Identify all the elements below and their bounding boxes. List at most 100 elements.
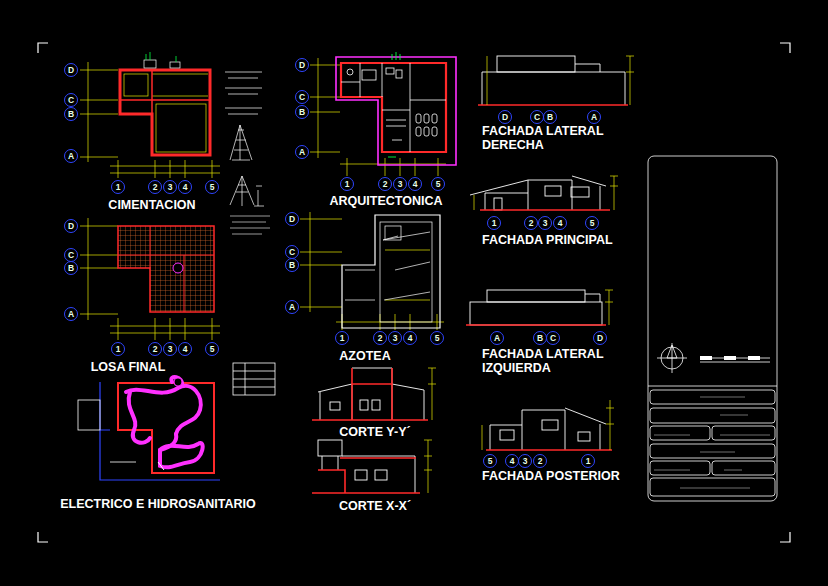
- axis-label: B: [537, 334, 543, 343]
- axis-label: 5: [210, 345, 215, 354]
- axis-label: 1: [116, 345, 121, 354]
- axis-label: 3: [523, 457, 528, 466]
- axis-bubble: 2: [373, 331, 387, 345]
- axis-bubble: 1: [487, 216, 501, 230]
- axis-label: A: [299, 148, 305, 157]
- axis-bubble: 3: [393, 177, 407, 191]
- axis-bubble: A: [64, 307, 78, 321]
- axis-label: 4: [183, 183, 188, 192]
- view-title: FACHADA PRINCIPAL: [482, 233, 613, 247]
- axis-bubble: C: [64, 248, 78, 262]
- axis-label: 1: [345, 180, 350, 189]
- axis-label: 1: [586, 457, 591, 466]
- axis-bubble: D: [64, 219, 78, 233]
- axis-bubble: 4: [505, 454, 519, 468]
- axis-bubble: 5: [205, 180, 219, 194]
- axis-bubble: 4: [178, 180, 192, 194]
- axis-bubble: 1: [111, 342, 125, 356]
- axis-bubble: 2: [378, 177, 392, 191]
- axis-bubble: D: [64, 63, 78, 77]
- view-title: ELECTRICO E HIDROSANITARIO: [60, 497, 256, 511]
- axis-bubble: A: [295, 145, 309, 159]
- view-title: FACHADA LATERAL IZQUIERDA: [482, 347, 612, 375]
- axis-bubble: 1: [340, 177, 354, 191]
- axis-bubble: A: [64, 149, 78, 163]
- axis-bubble: C: [285, 245, 299, 259]
- view-title: FACHADA POSTERIOR: [482, 469, 620, 483]
- axis-bubble: B: [285, 258, 299, 272]
- axis-label: 3: [168, 183, 173, 192]
- axis-label: A: [68, 310, 74, 319]
- axis-label: A: [494, 334, 500, 343]
- axis-label: 2: [153, 345, 158, 354]
- axis-bubble: 5: [430, 331, 444, 345]
- axis-bubble: A: [490, 331, 504, 345]
- axis-label: C: [68, 96, 74, 105]
- view-title: ARQUITECTONICA: [330, 194, 443, 208]
- axis-label: 3: [398, 180, 403, 189]
- axis-bubble: 3: [163, 180, 177, 194]
- axis-label: D: [68, 66, 74, 75]
- axis-label: A: [68, 152, 74, 161]
- axis-label: D: [299, 61, 305, 70]
- axis-bubble: 4: [403, 331, 417, 345]
- axis-bubble: 2: [148, 180, 162, 194]
- view-title: AZOTEA: [339, 349, 390, 363]
- axis-bubble: 2: [524, 216, 538, 230]
- axis-bubble: 1: [335, 331, 349, 345]
- axis-bubble: 1: [111, 180, 125, 194]
- axis-bubble: D: [295, 58, 309, 72]
- axis-label: 5: [435, 334, 440, 343]
- axis-label: B: [68, 264, 74, 273]
- axis-bubble: 2: [533, 454, 547, 468]
- axis-label: B: [68, 110, 74, 119]
- axis-bubble: 3: [163, 342, 177, 356]
- axis-bubble: 1: [581, 454, 595, 468]
- axis-label: 4: [558, 219, 563, 228]
- axis-bubble: 5: [431, 177, 445, 191]
- axis-label: 4: [183, 345, 188, 354]
- axis-bubble: B: [64, 107, 78, 121]
- axis-label: 5: [590, 219, 595, 228]
- axis-bubble: A: [587, 110, 601, 124]
- axis-bubble: 5: [483, 454, 497, 468]
- axis-label: 2: [383, 180, 388, 189]
- axis-label: 2: [529, 219, 534, 228]
- axis-label: A: [289, 303, 295, 312]
- view-title: FACHADA LATERAL DERECHA: [482, 124, 612, 152]
- axis-bubble: C: [64, 93, 78, 107]
- axis-bubble: 4: [408, 177, 422, 191]
- axis-label: 4: [408, 334, 413, 343]
- axis-bubble: A: [285, 300, 299, 314]
- axis-bubble: 5: [205, 342, 219, 356]
- axis-bubble: 3: [518, 454, 532, 468]
- axis-label: 5: [436, 180, 441, 189]
- axis-label: 5: [488, 457, 493, 466]
- axis-label: 3: [168, 345, 173, 354]
- axis-label: C: [534, 113, 540, 122]
- view-title: CORTE Y-Y´: [339, 425, 410, 439]
- view-title: LOSA FINAL: [91, 360, 166, 374]
- view-title: CORTE X-X´: [339, 499, 411, 513]
- axis-bubble: C: [546, 331, 560, 345]
- axis-bubble: B: [533, 331, 547, 345]
- axis-label: D: [68, 222, 74, 231]
- axis-bubble: 2: [148, 342, 162, 356]
- axis-bubble: C: [295, 90, 309, 104]
- axis-label: 2: [378, 334, 383, 343]
- axis-bubble: B: [64, 261, 78, 275]
- axis-label: A: [591, 113, 597, 122]
- axis-label: 5: [210, 183, 215, 192]
- axis-bubble: 4: [178, 342, 192, 356]
- axis-bubble: D: [593, 331, 607, 345]
- axis-label: D: [502, 113, 508, 122]
- axis-bubble: D: [285, 212, 299, 226]
- axis-label: 1: [340, 334, 345, 343]
- axis-label: 4: [413, 180, 418, 189]
- axis-bubble: B: [543, 110, 557, 124]
- axis-bubble: 4: [553, 216, 567, 230]
- axis-bubble: B: [295, 105, 309, 119]
- axis-bubble: 3: [388, 331, 402, 345]
- axis-label: 2: [153, 183, 158, 192]
